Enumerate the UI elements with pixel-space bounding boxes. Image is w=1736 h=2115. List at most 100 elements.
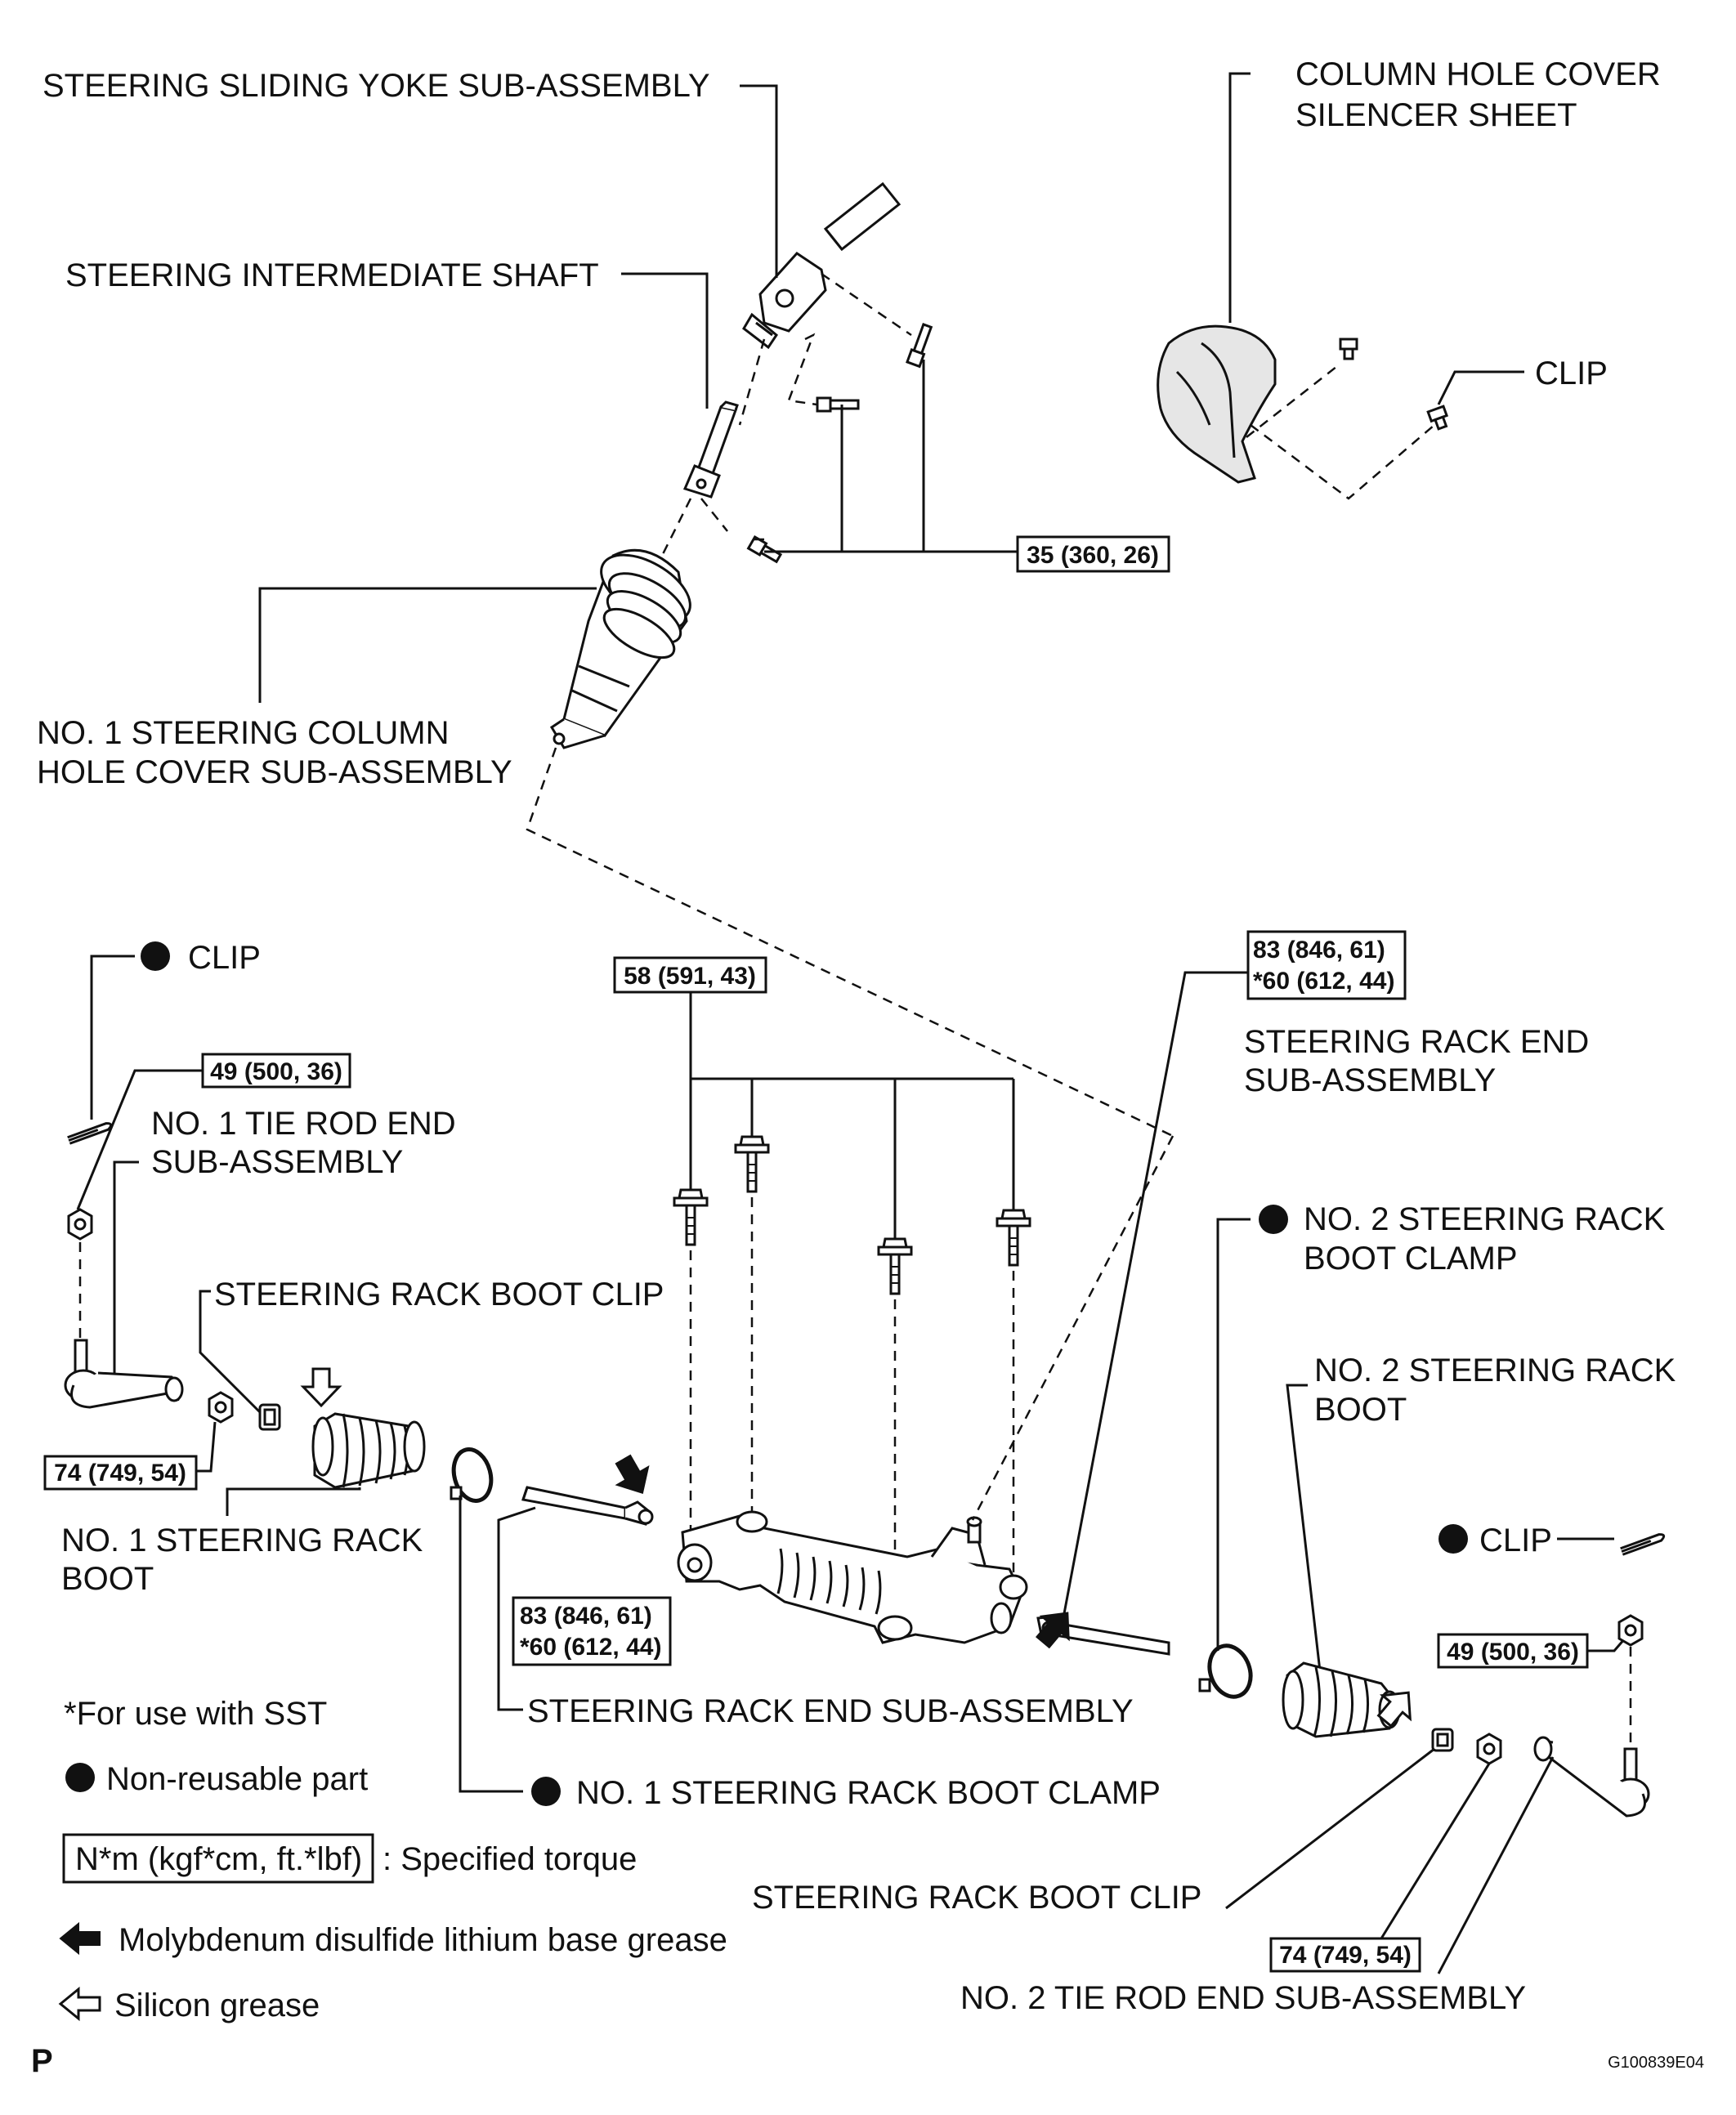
boot-clip-left-label: STEERING RACK BOOT CLIP <box>214 1277 664 1312</box>
clip-left-label: CLIP <box>188 940 261 976</box>
tie-rod-1-label-1: NO. 1 TIE ROD END <box>151 1106 456 1142</box>
torque-box-49-left <box>201 1053 351 1089</box>
boot-1-leader <box>226 1487 361 1516</box>
page-mark: P <box>31 2043 53 2079</box>
legend-nonreusable: Non-reusable part <box>106 1761 368 1797</box>
steering-column-shaft <box>823 181 902 252</box>
castle-nut-left <box>67 1208 93 1241</box>
yoke-bolt-middle <box>816 396 860 413</box>
steering-rack-boot-1 <box>311 1412 426 1489</box>
torque-box-74-right <box>1269 1937 1421 1973</box>
clip-icon-top-2 <box>1426 405 1449 431</box>
lock-nut-right <box>1476 1733 1502 1765</box>
steering-intermediate-shaft <box>682 400 739 499</box>
torque-49-left-leader <box>76 1069 203 1210</box>
tie-rod-2-leader <box>1437 1756 1555 1974</box>
torque-58: 58 (591, 43) <box>624 963 756 990</box>
boot-clip-right-label: STEERING RACK BOOT CLIP <box>752 1880 1202 1916</box>
rack-end-top-label-1: STEERING RACK END <box>1244 1024 1589 1060</box>
hole-cover-label-2: HOLE COVER SUB-ASSEMBLY <box>37 754 512 790</box>
steering-rack-boot-clamp-1 <box>450 1447 494 1503</box>
steering-sliding-yoke <box>742 252 827 350</box>
legend-moly: Molybdenum disulfide lithium base grease <box>119 1922 727 1958</box>
torque-49-right: 49 (500, 36) <box>1447 1639 1579 1666</box>
tie-rod-end-2 <box>1533 1736 1650 1818</box>
steering-rack-boot-clamp-2 <box>1198 1643 1253 1699</box>
tie-rod-end-1 <box>64 1339 184 1409</box>
castle-nut-right <box>1617 1614 1644 1647</box>
nonreusable-dot-clamp-1 <box>531 1777 561 1806</box>
silicon-grease-arrow-right <box>1376 1691 1412 1728</box>
intermediate-shaft-label: STEERING INTERMEDIATE SHAFT <box>65 257 599 293</box>
moly-grease-arrow-right <box>1036 1612 1070 1649</box>
torque-box-35 <box>1016 535 1170 573</box>
yoke-bolt-guide <box>821 272 912 337</box>
yoke-shaft-guide <box>738 338 766 426</box>
boot-clip-left-leader <box>199 1290 267 1420</box>
bolt-guides <box>689 1197 1015 1618</box>
steering-gear-assembly <box>677 1510 1028 1644</box>
torque-box-83-bottom <box>512 1596 672 1666</box>
cover-rack-guide <box>526 747 1174 1138</box>
boot-2-label-1: NO. 2 STEERING RACK <box>1314 1353 1676 1388</box>
torque-58-leaders <box>689 992 1015 1238</box>
boot-1-label-2: BOOT <box>61 1561 154 1597</box>
silencer-label-1: COLUMN HOLE COVER <box>1295 56 1661 92</box>
clip-top-label: CLIP <box>1535 355 1608 391</box>
legend-moly-arrow-icon <box>59 1921 101 1956</box>
yoke-bolt-upper <box>906 323 933 369</box>
tie-rod-2-label: NO. 2 TIE ROD END SUB-ASSEMBLY <box>960 1980 1526 2016</box>
tie-rod-1-label-2: SUB-ASSEMBLY <box>151 1144 403 1180</box>
boot-2-leader <box>1286 1384 1322 1672</box>
figure-code: G100839E04 <box>1608 2054 1704 2072</box>
legend-sst: *For use with SST <box>64 1696 327 1732</box>
boot-clamp-1-label: NO. 1 STEERING RACK BOOT CLAMP <box>576 1775 1161 1811</box>
hole-cover-label-1: NO. 1 STEERING COLUMN <box>37 715 450 751</box>
rack-mount-bolt-1 <box>673 1188 709 1246</box>
sliding-yoke-leader <box>740 84 778 278</box>
boot-clamp-1-leader <box>459 1496 523 1793</box>
rack-mount-bolt-3 <box>877 1237 913 1295</box>
cotter-pin-icon-right <box>1620 1533 1666 1556</box>
steering-rack-boot-clip-right <box>1431 1728 1454 1752</box>
nonreusable-dot-clamp-2 <box>1259 1205 1288 1234</box>
torque-83-top-2: *60 (612, 44) <box>1253 968 1394 995</box>
silencer-clip-guides <box>1246 363 1435 500</box>
boot-clamp-2-label-2: BOOT CLAMP <box>1304 1241 1518 1277</box>
hole-cover-leader <box>258 587 597 703</box>
legend-nonreusable-icon <box>65 1763 95 1792</box>
torque-74-right: 74 (749, 54) <box>1279 1942 1412 1969</box>
torque-83-bottom-1: 83 (846, 61) <box>520 1603 652 1630</box>
cotter-pin-icon-left <box>67 1122 113 1145</box>
column-hole-cover-silencer-sheet <box>1157 324 1277 484</box>
moly-grease-arrow-left <box>615 1454 650 1495</box>
boot-1-label-1: NO. 1 STEERING RACK <box>61 1523 423 1558</box>
intermediate-shaft-leader <box>621 272 709 409</box>
clip-right-label: CLIP <box>1479 1523 1552 1558</box>
silencer-label-2: SILENCER SHEET <box>1295 97 1577 133</box>
legend-torque-text: : Specified torque <box>383 1841 637 1877</box>
clip-left-leader <box>90 955 135 1120</box>
torque-35: 35 (360, 26) <box>1027 542 1159 569</box>
legend-torque-box <box>62 1833 374 1884</box>
rack-mount-bolt-2 <box>734 1135 770 1193</box>
torque-box-74-left <box>43 1455 198 1491</box>
rack-end-top-label-2: SUB-ASSEMBLY <box>1244 1062 1496 1098</box>
torque-box-83-top <box>1246 930 1407 1000</box>
boot-clip-right-leader <box>1225 1747 1435 1910</box>
sliding-yoke-label: STEERING SLIDING YOKE SUB-ASSEMBLY <box>43 68 710 104</box>
steering-rack-boot-2 <box>1282 1661 1401 1738</box>
torque-83-top-1: 83 (846, 61) <box>1253 937 1385 964</box>
silencer-leader <box>1228 72 1251 323</box>
boot-2-label-2: BOOT <box>1314 1392 1407 1428</box>
legend-silicon: Silicon grease <box>114 1988 320 2023</box>
shaft-bolt-guide <box>700 498 764 541</box>
torque-49-left: 49 (500, 36) <box>210 1058 342 1085</box>
steering-rack-end-left <box>521 1486 654 1526</box>
boot-clamp-2-label-1: NO. 2 STEERING RACK <box>1304 1201 1666 1237</box>
torque-83-bottom-2: *60 (612, 44) <box>520 1634 661 1661</box>
lock-nut-left <box>208 1391 234 1424</box>
yoke-bolt2-guide <box>787 333 834 409</box>
torque-83-top-leader <box>1061 971 1248 1623</box>
